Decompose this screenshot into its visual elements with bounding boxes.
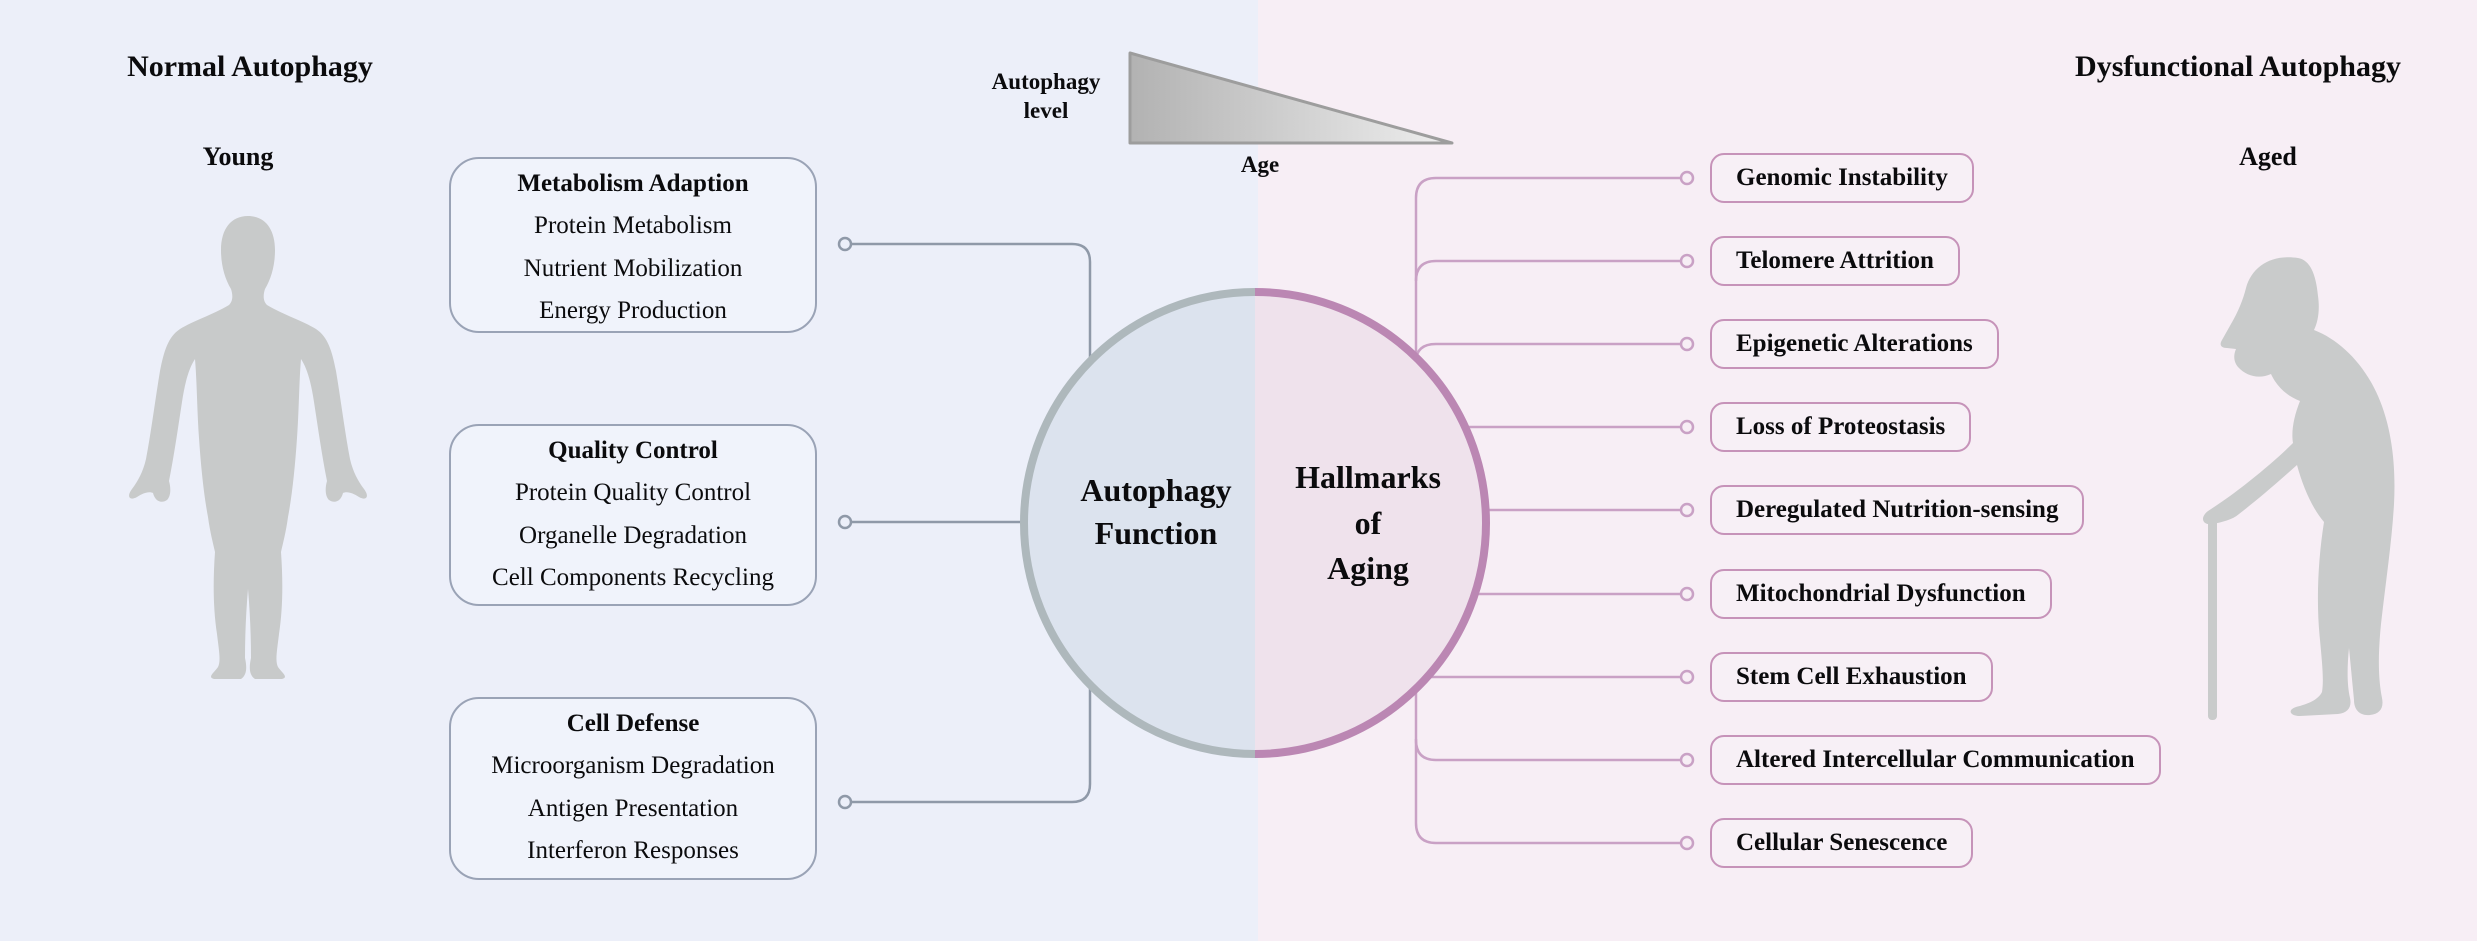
- hallmark-epigenetic-alterations: Epigenetic Alterations: [1710, 319, 1999, 369]
- box-item: Protein Metabolism: [534, 212, 732, 239]
- connector-metabolism: [852, 242, 1092, 361]
- connector-dot: [1679, 336, 1695, 352]
- box-item: Microorganism Degradation: [491, 752, 775, 779]
- box-item: Cell Components Recycling: [492, 564, 774, 592]
- box-title: Cell Defense: [566, 710, 700, 737]
- connector-dot: [1679, 253, 1695, 269]
- connector-dot: [837, 236, 853, 252]
- box-item: Protein Quality Control: [514, 479, 752, 506]
- autophagy-level-line2: level: [1023, 98, 1069, 123]
- box-item: Organelle Degradation: [519, 521, 747, 549]
- connector-dot: [1679, 586, 1695, 602]
- autophagy-hallmarks-circle: [1020, 288, 1490, 758]
- connector-dot: [837, 514, 853, 530]
- hallmark-cellular-senescence: Cellular Senescence: [1710, 818, 1974, 868]
- normal-autophagy-title: Normal Autophagy: [127, 50, 373, 83]
- box-title: Quality Control: [548, 437, 718, 464]
- young-label: Young: [202, 142, 274, 171]
- aged-label: Aged: [2239, 142, 2297, 171]
- connector-dot: [837, 794, 853, 810]
- connector-hallmark-3: [1414, 342, 1680, 363]
- circle-left-line2: Function: [1094, 515, 1218, 551]
- circle-left-border: [1020, 288, 1256, 758]
- autophagy-decline-triangle-icon: [1128, 51, 1454, 145]
- hallmark-altered-intercellular-communication: Altered Intercellular Communication: [1710, 735, 2161, 785]
- circle-right-half: [1255, 292, 1486, 754]
- quality-control-box: Quality Control Protein Quality Control …: [449, 424, 817, 606]
- connector-dot: [1679, 752, 1695, 768]
- box-item: Nutrient Mobilization: [523, 254, 743, 282]
- hallmark-loss-of-proteostasis: Loss of Proteostasis: [1710, 402, 1972, 452]
- box-title: Metabolism Adaption: [517, 170, 749, 197]
- circle-left-line1: Autophagy: [1080, 472, 1232, 508]
- hallmark-telomere-attrition: Telomere Attrition: [1710, 236, 1960, 286]
- connector-dot: [1679, 170, 1695, 186]
- cane-icon: [2208, 510, 2217, 720]
- box-item: Energy Production: [539, 297, 727, 325]
- connector-hallmark-8: [1414, 688, 1680, 762]
- connector-hallmark-2: [1414, 259, 1680, 282]
- connector-defense: [852, 686, 1092, 804]
- connector-dot: [1679, 835, 1695, 851]
- circle-right-line1: Hallmarks: [1295, 459, 1441, 495]
- circle-right-line2: of: [1354, 504, 1382, 541]
- autophagy-level-line1: Autophagy: [991, 69, 1101, 94]
- connector-hallmark-9: [1414, 739, 1680, 845]
- circle-right-line3: Aging: [1327, 550, 1409, 586]
- autophagy-function-label: Autophagy Function: [1020, 469, 1292, 555]
- connector-dot: [1679, 419, 1695, 435]
- hallmark-genomic-instability: Genomic Instability: [1710, 153, 1974, 203]
- age-axis-label: Age: [1240, 152, 1280, 177]
- connector-dot: [1679, 502, 1695, 518]
- hallmarks-of-aging-label: Hallmarks of Aging: [1232, 455, 1504, 592]
- hallmark-deregulated-nutrition-sensing: Deregulated Nutrition-sensing: [1710, 485, 2085, 535]
- hallmark-stem-cell-exhaustion: Stem Cell Exhaustion: [1710, 652, 1993, 702]
- autophagy-level-axis-label: Autophagy level: [946, 67, 1146, 125]
- circle-right-border: [1254, 288, 1490, 758]
- connector-dot: [1679, 669, 1695, 685]
- young-person-silhouette-icon: [129, 216, 367, 679]
- aged-person-silhouette-icon: [2202, 257, 2395, 720]
- connector-hallmark-1: [1414, 176, 1680, 362]
- box-item: Antigen Presentation: [527, 794, 739, 822]
- hallmark-mitochondrial-dysfunction: Mitochondrial Dysfunction: [1710, 569, 2052, 619]
- metabolism-adaption-box: Metabolism Adaption Protein Metabolism N…: [449, 157, 817, 333]
- circle-left-half: [1024, 292, 1255, 754]
- dysfunctional-autophagy-title: Dysfunctional Autophagy: [2075, 50, 2401, 83]
- box-item: Interferon Responses: [527, 837, 739, 865]
- cell-defense-box: Cell Defense Microorganism Degradation A…: [449, 697, 817, 880]
- left-connectors: [837, 236, 1092, 810]
